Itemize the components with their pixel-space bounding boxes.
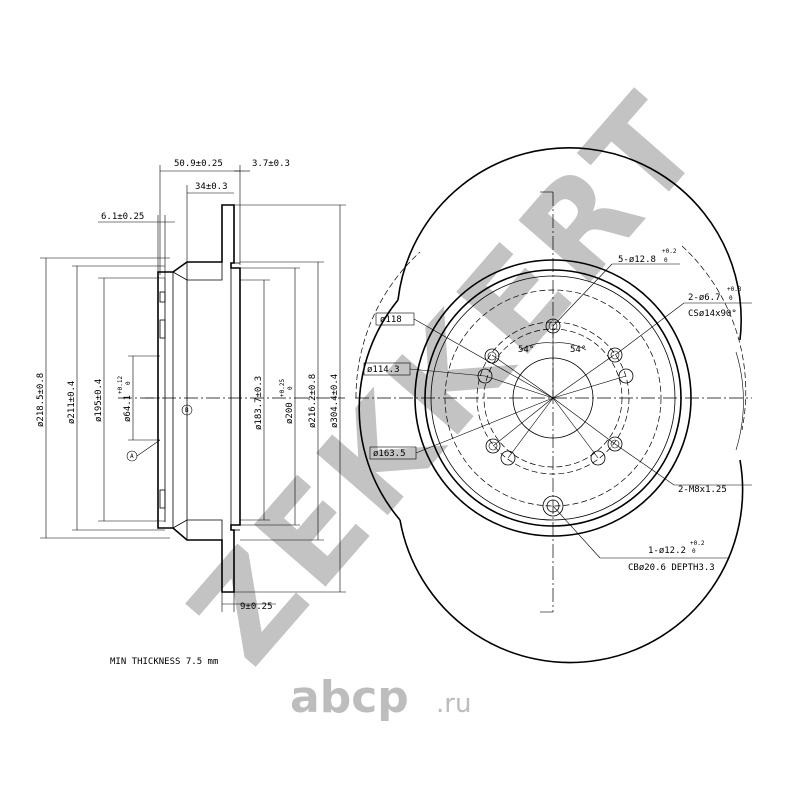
dim-d216: ø216.2±0.8: [308, 374, 318, 428]
label-holes-2-tol: +0.3: [727, 286, 742, 293]
dim-d183: ø183.7±0.3: [254, 376, 264, 430]
label-holes-2-tol-low: 0: [729, 295, 733, 302]
angle-right: 54°: [570, 345, 586, 355]
label-cb: CBø20.6 DEPTH3.3: [628, 563, 715, 573]
marker-a: A: [130, 453, 134, 460]
label-holes-2: 2-ø6.7: [688, 293, 721, 303]
dim-flange-thickness: 3.7±0.3: [252, 159, 290, 169]
dim-d211: ø211±0.4: [67, 381, 77, 424]
label-hole-1: 1-ø12.2: [648, 546, 686, 556]
disc-outer-edge: [397, 147, 742, 341]
dim-overall-width: 50.9±0.25: [174, 159, 223, 169]
label-csk: CSø14x90°: [688, 309, 737, 319]
watermark: ZEKKERT: [161, 65, 734, 692]
marker-b: B: [185, 407, 189, 414]
dim-d200: ø200: [285, 402, 295, 424]
bolt-holes: [477, 318, 634, 517]
dim-d64: ø64.1: [123, 395, 133, 422]
label-threads: 2-M8x1.25: [678, 485, 727, 495]
dim-d218: ø218.5±0.8: [36, 373, 46, 427]
dim-d304: ø304.4±0.4: [330, 374, 340, 428]
label-d114: ø114.3: [367, 365, 400, 375]
abcp-logo-suffix: .ru: [436, 689, 471, 719]
angle-left: 54°: [518, 345, 534, 355]
dim-hat-depth: 34±0.3: [195, 182, 228, 192]
dim-disc-thickness: 9±0.25: [240, 602, 273, 612]
label-holes-5-tol-low: 0: [664, 257, 668, 264]
abcp-logo: abcp .ru: [290, 672, 471, 723]
label-holes-5: 5-ø12.8: [618, 255, 656, 265]
label-hole-1-tol: +0.2: [690, 540, 705, 547]
abcp-logo-text: abcp: [290, 672, 409, 723]
label-hole-1-tol-low: 0: [692, 548, 696, 555]
front-view: 54° 54° ø118 ø114.3 ø163.5 5-ø12.8 +0.2 …: [355, 147, 752, 664]
min-thickness-note: MIN THICKNESS 7.5 mm: [110, 657, 218, 667]
dim-hat-wall: 6.1±0.25: [101, 212, 144, 222]
dim-d195: ø195±0.4: [94, 379, 104, 422]
dim-d200-tol: +0.25: [279, 379, 286, 397]
label-holes-5-tol: +0.2: [662, 248, 677, 255]
dim-d64-tol-low: 0: [125, 381, 132, 385]
watermark-brand: ZEKKERT: [161, 65, 734, 692]
label-d163: ø163.5: [373, 449, 406, 459]
label-d118: ø118: [380, 315, 402, 325]
dim-d200-tol-low: 0: [287, 386, 294, 390]
dim-d64-tol: +0.12: [117, 376, 124, 394]
side-view: 50.9±0.25 3.7±0.3 34±0.3 6.1±0.25 9±0.25…: [36, 159, 346, 612]
